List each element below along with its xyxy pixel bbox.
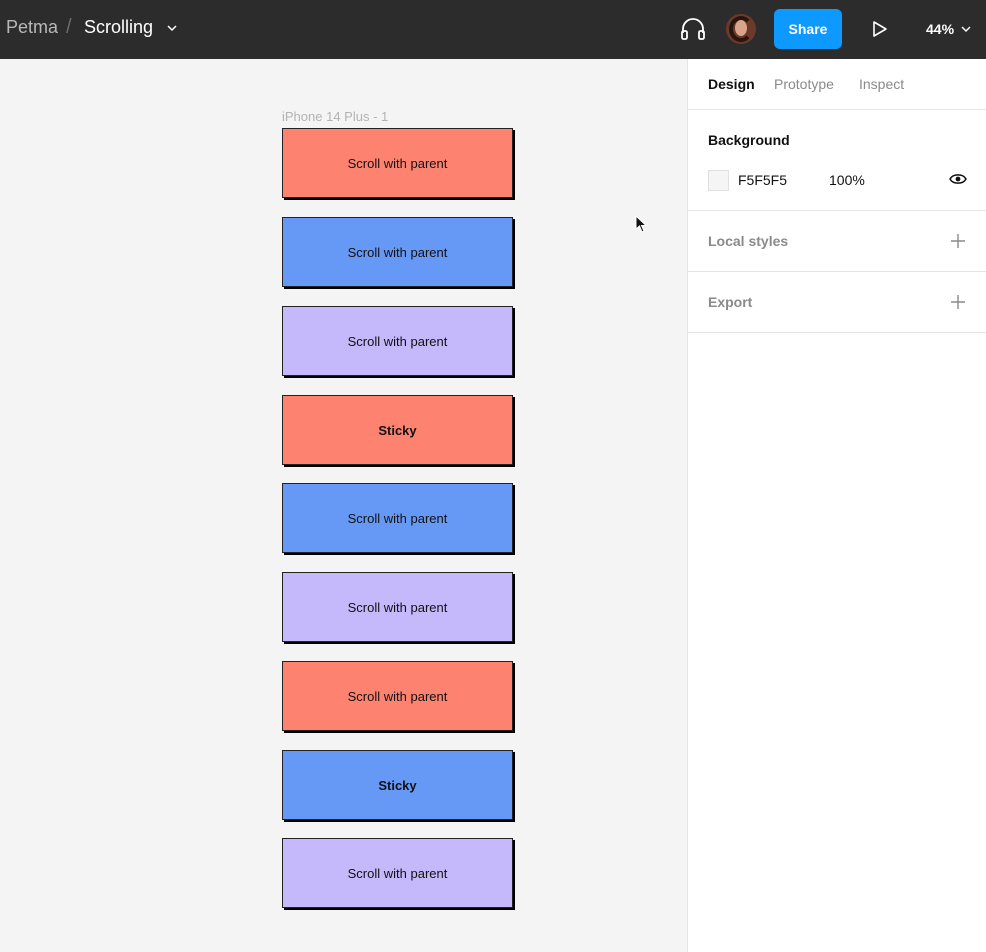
background-color-swatch[interactable] [708,170,729,191]
zoom-level[interactable]: 44% [926,21,955,37]
card-label: Scroll with parent [347,599,448,615]
card-label: Scroll with parent [347,865,448,881]
sticky-card[interactable]: Sticky [282,395,513,465]
panel-tabs: Design Prototype Inspect [688,59,986,110]
share-button[interactable]: Share [774,9,842,49]
card-label: Scroll with parent [347,244,448,260]
card-label: Sticky [378,422,417,438]
card-label: Scroll with parent [347,510,448,526]
background-section: Background [688,110,986,211]
card-label: Sticky [378,777,417,793]
background-hex[interactable]: F5F5F5 [738,172,788,188]
plus-icon[interactable] [950,294,966,310]
card-label: Scroll with parent [347,688,448,704]
export-title: Export [708,294,753,310]
scroll-card[interactable]: Scroll with parent [282,661,513,731]
plus-icon[interactable] [950,233,966,249]
background-opacity[interactable]: 100% [829,172,865,188]
local-styles-section: Local styles [688,211,986,272]
tab-prototype[interactable]: Prototype [774,76,834,92]
chevron-down-icon[interactable] [166,22,178,34]
local-styles-title: Local styles [708,233,789,249]
headphones-icon[interactable] [680,17,706,41]
scroll-card[interactable]: Scroll with parent [282,838,513,908]
scroll-card[interactable]: Scroll with parent [282,128,513,198]
chevron-down-icon[interactable] [961,24,971,34]
sticky-card[interactable]: Sticky [282,750,513,820]
project-name[interactable]: Petma [6,17,59,37]
tab-inspect[interactable]: Inspect [859,76,905,92]
eye-icon[interactable] [949,172,967,186]
properties-panel: Design Prototype Inspect Background F5F5… [687,59,986,952]
frame-label[interactable]: iPhone 14 Plus - 1 [282,109,389,124]
avatar[interactable] [726,14,756,44]
background-title: Background [708,132,790,148]
cursor-icon [635,215,648,233]
tab-design[interactable]: Design [708,76,755,92]
card-label: Scroll with parent [347,155,448,171]
scroll-card[interactable]: Scroll with parent [282,572,513,642]
play-icon[interactable] [872,20,888,38]
export-section: Export [688,272,986,333]
scroll-card[interactable]: Scroll with parent [282,217,513,287]
card-label: Scroll with parent [347,333,448,349]
file-name[interactable]: Scrolling [84,17,154,37]
breadcrumb-separator: / [66,16,72,38]
toolbar: Petma / Scrolling Share 44% [0,0,986,59]
scroll-card[interactable]: Scroll with parent [282,483,513,553]
scroll-card[interactable]: Scroll with parent [282,306,513,376]
